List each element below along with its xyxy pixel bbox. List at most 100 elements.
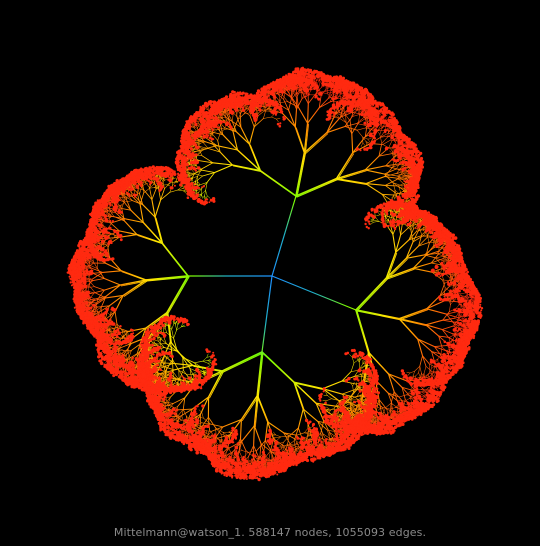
branch-edge bbox=[285, 93, 292, 97]
branch-edge bbox=[354, 359, 359, 363]
branch-edge bbox=[292, 92, 296, 98]
trunk-edge bbox=[272, 196, 296, 276]
branch-edge bbox=[276, 435, 281, 437]
branch-edge bbox=[368, 139, 370, 142]
branch-edge bbox=[361, 143, 363, 147]
branch-edge bbox=[101, 307, 102, 315]
branch-edge bbox=[295, 127, 304, 153]
branch-edge bbox=[258, 111, 264, 116]
branch-edge bbox=[258, 397, 268, 423]
branch-edge bbox=[297, 180, 337, 197]
branch-edge bbox=[297, 154, 305, 197]
branch-edge bbox=[127, 332, 130, 335]
branch-edge bbox=[178, 190, 184, 191]
branch-edge bbox=[337, 180, 366, 185]
branch-edge bbox=[350, 355, 353, 358]
branch-edge bbox=[208, 363, 211, 366]
branch-edge bbox=[221, 120, 230, 121]
branch-edge bbox=[202, 170, 215, 172]
branch-edge bbox=[198, 182, 200, 185]
branch-edge bbox=[324, 91, 329, 93]
branch-edge bbox=[298, 409, 303, 428]
branch-edge bbox=[152, 189, 156, 199]
branch-edge bbox=[224, 129, 227, 130]
branch-edge bbox=[168, 277, 189, 313]
branch-edge bbox=[357, 128, 365, 130]
branch-edge bbox=[194, 361, 202, 363]
branch-edge bbox=[167, 276, 188, 312]
branch-edge bbox=[165, 183, 170, 189]
branch-edge bbox=[204, 146, 217, 149]
branch-edge bbox=[183, 370, 188, 377]
branch-edge bbox=[323, 381, 342, 389]
branch-edge bbox=[176, 178, 177, 181]
branch-edge bbox=[121, 271, 146, 280]
branch-edge bbox=[261, 172, 297, 197]
branch-edge bbox=[357, 130, 363, 137]
branch-edge bbox=[366, 177, 385, 184]
branch-edge bbox=[206, 190, 208, 195]
branch-edge bbox=[263, 117, 271, 119]
branch-edge bbox=[394, 196, 395, 200]
branch-edge bbox=[115, 312, 117, 324]
branch-edge bbox=[232, 165, 260, 171]
branch-edge bbox=[385, 185, 396, 193]
branch-edge bbox=[132, 359, 135, 360]
branch-edge bbox=[280, 102, 288, 103]
branch-edge bbox=[263, 110, 271, 111]
branch-edge bbox=[257, 352, 262, 396]
branch-edge bbox=[365, 170, 384, 174]
branch-edge bbox=[213, 163, 233, 165]
branch-edge bbox=[388, 132, 391, 135]
branch-edge bbox=[281, 447, 284, 448]
branch-edge bbox=[336, 179, 365, 184]
branch-edge bbox=[155, 200, 161, 217]
branch-edge bbox=[251, 145, 262, 171]
branch-edge bbox=[204, 141, 217, 146]
branch-edge bbox=[296, 153, 304, 196]
branch-edge bbox=[360, 373, 362, 376]
branch-edge bbox=[305, 134, 327, 154]
branch-edge bbox=[164, 374, 168, 375]
branch-edge bbox=[193, 173, 195, 178]
branch-edge bbox=[353, 137, 366, 153]
branch-edge bbox=[241, 127, 250, 144]
branch-edge bbox=[340, 118, 347, 122]
branch-edge bbox=[163, 244, 189, 277]
branch-edge bbox=[382, 194, 395, 195]
branch-edge bbox=[103, 271, 122, 273]
branch-edge bbox=[106, 285, 120, 296]
branch-edge bbox=[283, 447, 284, 450]
branch-edge bbox=[296, 179, 336, 196]
branch-edge bbox=[140, 187, 142, 194]
branch-edge bbox=[319, 102, 330, 108]
branch-edge bbox=[289, 110, 296, 127]
branch-edge bbox=[385, 177, 399, 179]
branch-edge bbox=[319, 83, 320, 88]
branch-edge bbox=[125, 201, 132, 202]
branch-edge bbox=[94, 287, 104, 291]
branch-edge bbox=[281, 436, 289, 437]
branch-edge bbox=[295, 109, 296, 127]
branch-edge bbox=[296, 444, 299, 445]
branch-edge bbox=[202, 163, 213, 169]
branch-edge bbox=[353, 386, 354, 392]
branch-edge bbox=[380, 129, 382, 135]
branch-edge bbox=[353, 382, 355, 386]
graph-layout-canvas bbox=[0, 0, 540, 524]
branch-edge bbox=[197, 143, 200, 144]
branch-edge bbox=[106, 263, 122, 271]
branch-edge bbox=[128, 349, 129, 356]
trunk-edge bbox=[262, 276, 272, 352]
branch-edge bbox=[257, 396, 267, 422]
branch-edge bbox=[170, 190, 178, 192]
branch-edge bbox=[346, 115, 347, 123]
branch-edge bbox=[236, 132, 249, 144]
branch-edge bbox=[250, 127, 255, 144]
branch-edge bbox=[276, 118, 280, 119]
branch-edge bbox=[263, 353, 295, 383]
branch-edge bbox=[104, 279, 120, 286]
branch-edge bbox=[93, 279, 104, 281]
branch-edge bbox=[390, 151, 393, 154]
branch-edge bbox=[215, 165, 233, 173]
